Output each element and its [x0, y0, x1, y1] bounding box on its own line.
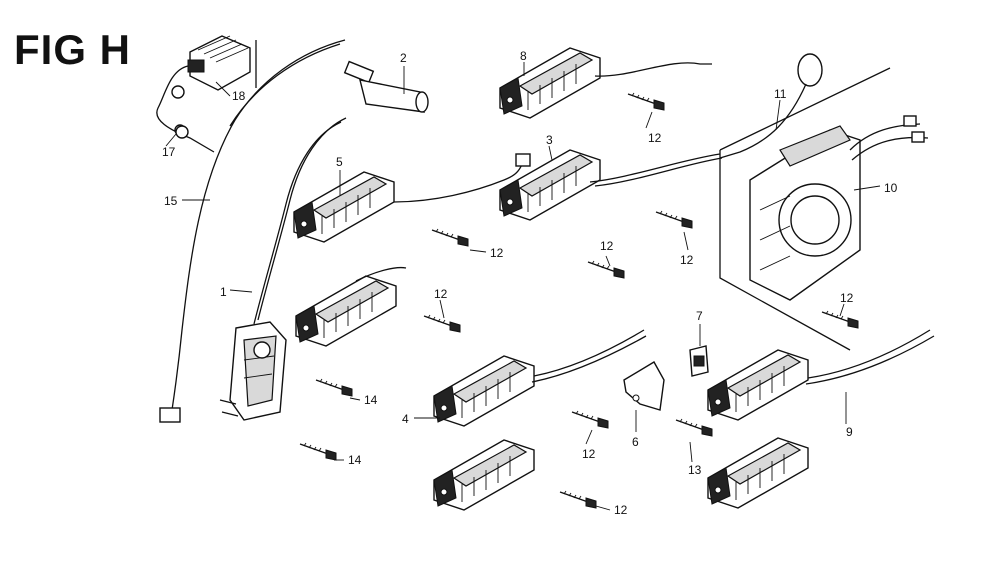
part-7 — [689, 345, 709, 377]
label-7: 7 — [696, 309, 703, 323]
coil-4-lower — [433, 439, 535, 511]
bolt-12-b — [431, 228, 469, 247]
label-6: 6 — [632, 435, 639, 449]
stator-10 — [719, 67, 929, 351]
label-14-a: 14 — [364, 393, 378, 407]
label-9: 9 — [846, 425, 853, 439]
bolt-14-a — [315, 378, 353, 397]
bolt-12-a — [627, 92, 665, 111]
label-14-b: 14 — [348, 453, 362, 467]
bolt-12-c — [655, 210, 693, 229]
bracket-6 — [623, 361, 665, 411]
wire-11 — [719, 53, 823, 159]
label-18: 18 — [232, 89, 246, 103]
plug-cap-2 — [343, 60, 429, 113]
coil-8 — [499, 47, 712, 119]
label-13: 13 — [688, 463, 702, 477]
label-12-f: 12 — [840, 291, 854, 305]
bolt-17 — [175, 125, 189, 139]
ignition-coil-1 — [219, 117, 347, 421]
label-12-e: 12 — [434, 287, 448, 301]
label-15: 15 — [164, 194, 178, 208]
bolt-12-g — [571, 410, 609, 429]
coil-5 — [293, 153, 531, 243]
bolt-12-d — [587, 260, 625, 279]
bolt-12-f — [821, 310, 859, 329]
bolt-13 — [675, 418, 713, 437]
coil-3 — [499, 149, 723, 221]
label-1: 1 — [220, 285, 227, 299]
label-12-a: 12 — [648, 131, 662, 145]
label-12-b: 12 — [490, 246, 504, 260]
coil-4 — [433, 329, 647, 427]
coil-9-upper — [707, 329, 935, 421]
coil-lower-left — [295, 266, 407, 347]
coil-9-lower — [707, 437, 809, 509]
label-17: 17 — [162, 145, 176, 159]
bolt-12-h — [559, 490, 597, 509]
label-12-g: 12 — [582, 447, 596, 461]
label-3: 3 — [546, 133, 553, 147]
label-12-c: 12 — [680, 253, 694, 267]
label-12-d: 12 — [600, 239, 614, 253]
figure-title: FIG H — [14, 26, 131, 73]
bolt-14-b — [299, 442, 337, 461]
label-10: 10 — [884, 181, 898, 195]
leader-lines — [165, 62, 881, 511]
label-2: 2 — [400, 51, 407, 65]
label-5: 5 — [336, 155, 343, 169]
bolt-12-e — [423, 314, 461, 333]
label-12-h: 12 — [614, 503, 628, 517]
label-8: 8 — [520, 49, 527, 63]
label-11: 11 — [774, 87, 787, 101]
label-4: 4 — [402, 412, 409, 426]
